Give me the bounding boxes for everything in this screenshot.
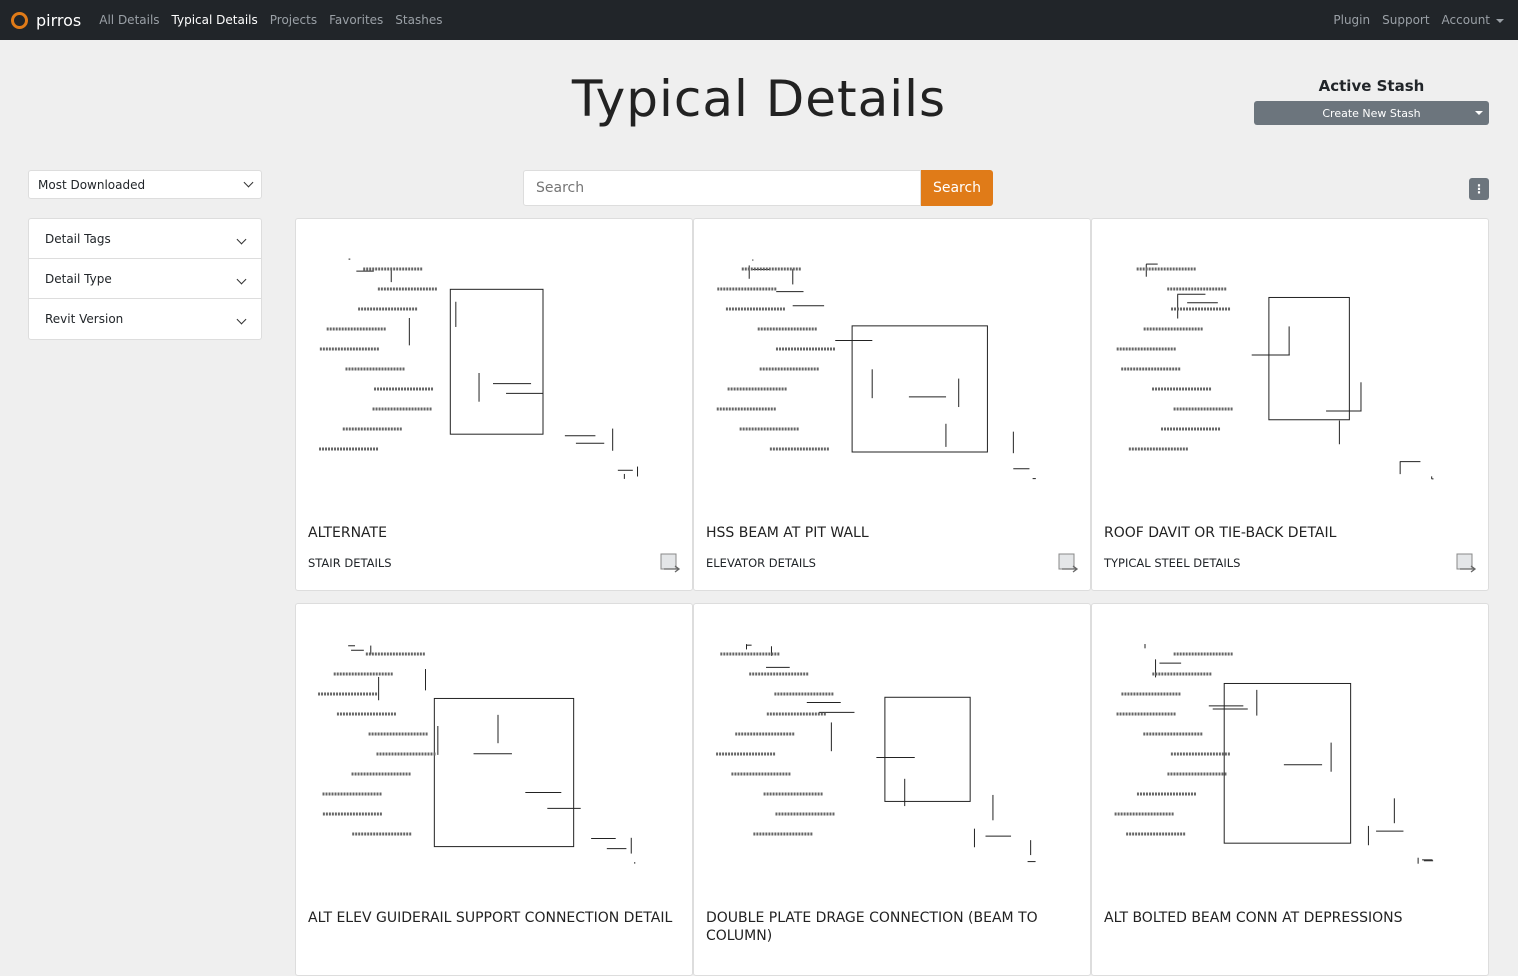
search-bar: Search [523, 170, 993, 206]
detail-title[interactable]: ALTERNATE [308, 525, 387, 541]
nav-all-details[interactable]: All Details [99, 13, 160, 27]
detail-category: STAIR DETAILS [308, 556, 392, 570]
filter-label: Detail Tags [45, 231, 111, 246]
detail-grid: ALTERNATE STAIR DETAILS HSS BEAM AT PIT … [295, 218, 1489, 976]
stash-button-label: Create New Stash [1322, 106, 1421, 120]
detail-card[interactable]: ROOF DAVIT OR TIE-BACK DETAIL TYPICAL ST… [1091, 218, 1489, 591]
brand-name: pirros [36, 10, 82, 30]
page-title: Typical Details [571, 70, 947, 128]
download-to-revit-icon[interactable] [1456, 553, 1478, 573]
nav-support[interactable]: Support [1382, 13, 1430, 27]
download-to-revit-icon[interactable] [660, 553, 682, 573]
navbar: pirros All Details Typical Details Proje… [0, 0, 1518, 40]
detail-category: TYPICAL STEEL DETAILS [1104, 556, 1241, 570]
detail-title[interactable]: ROOF DAVIT OR TIE-BACK DETAIL [1104, 525, 1337, 541]
brand-logo[interactable]: pirros [11, 11, 81, 30]
filter-revit-version[interactable]: Revit Version [29, 299, 261, 339]
download-glyph [1456, 553, 1477, 573]
active-stash-title: Active Stash [1318, 77, 1425, 95]
detail-drawing-thumbnail[interactable] [1104, 229, 1478, 514]
account-label: Account [1441, 13, 1490, 27]
chevron-down-icon [236, 234, 247, 244]
chevron-down-icon [236, 274, 247, 284]
active-stash: Active Stash Create New Stash [1254, 77, 1489, 125]
detail-title[interactable]: DOUBLE PLATE DRAGE CONNECTION (BEAM TO C… [706, 910, 1038, 944]
chevron-down-icon [236, 314, 247, 325]
nav-favorites[interactable]: Favorites [329, 13, 384, 27]
caret-down-icon [1475, 111, 1483, 115]
detail-card[interactable]: DOUBLE PLATE DRAGE CONNECTION (BEAM TO C… [693, 603, 1091, 976]
filter-detail-tags[interactable]: Detail Tags [29, 219, 261, 259]
filter-label: Revit Version [45, 312, 124, 326]
detail-title[interactable]: ALT ELEV GUIDERAIL SUPPORT CONNECTION DE… [308, 910, 673, 926]
detail-drawing-thumbnail[interactable] [1104, 614, 1478, 899]
filter-label: Detail Type [45, 271, 112, 286]
nav-plugin[interactable]: Plugin [1333, 13, 1371, 27]
download-glyph [1058, 553, 1079, 573]
nav-stashes[interactable]: Stashes [395, 13, 443, 27]
detail-card[interactable]: ALTERNATE STAIR DETAILS [295, 218, 693, 591]
detail-category: ELEVATOR DETAILS [706, 556, 816, 570]
detail-card[interactable]: ALT BOLTED BEAM CONN AT DEPRESSIONS [1091, 603, 1489, 976]
search-input[interactable] [523, 170, 921, 206]
download-glyph [660, 553, 681, 573]
detail-drawing-thumbnail[interactable] [308, 614, 682, 899]
nav-projects[interactable]: Projects [269, 13, 318, 27]
detail-title[interactable]: ALT BOLTED BEAM CONN AT DEPRESSIONS [1104, 910, 1403, 926]
filter-detail-type[interactable]: Detail Type [29, 259, 261, 299]
sort-select[interactable]: Most Downloaded [28, 170, 262, 199]
detail-title[interactable]: HSS BEAM AT PIT WALL [706, 525, 869, 541]
sort-selected: Most Downloaded [38, 178, 146, 192]
nav-account[interactable]: Account [1442, 13, 1504, 27]
search-button[interactable]: Search [921, 170, 993, 206]
download-to-revit-icon[interactable] [1058, 553, 1080, 573]
detail-drawing-thumbnail[interactable] [308, 229, 682, 514]
chevron-down-icon [243, 177, 254, 188]
detail-card[interactable]: HSS BEAM AT PIT WALL ELEVATOR DETAILS [693, 218, 1091, 591]
detail-drawing-thumbnail[interactable] [706, 229, 1080, 514]
nav-typical-details[interactable]: Typical Details [171, 13, 258, 27]
more-options-button[interactable]: ⋮ [1469, 178, 1489, 200]
stash-dropdown-button[interactable]: Create New Stash [1254, 101, 1489, 125]
logo-ring-icon [11, 11, 28, 29]
filter-accordion: Detail Tags Detail Type Revit Version [28, 218, 262, 340]
caret-down-icon [1496, 18, 1504, 23]
detail-card[interactable]: ALT ELEV GUIDERAIL SUPPORT CONNECTION DE… [295, 603, 693, 976]
detail-drawing-thumbnail[interactable] [706, 614, 1080, 899]
